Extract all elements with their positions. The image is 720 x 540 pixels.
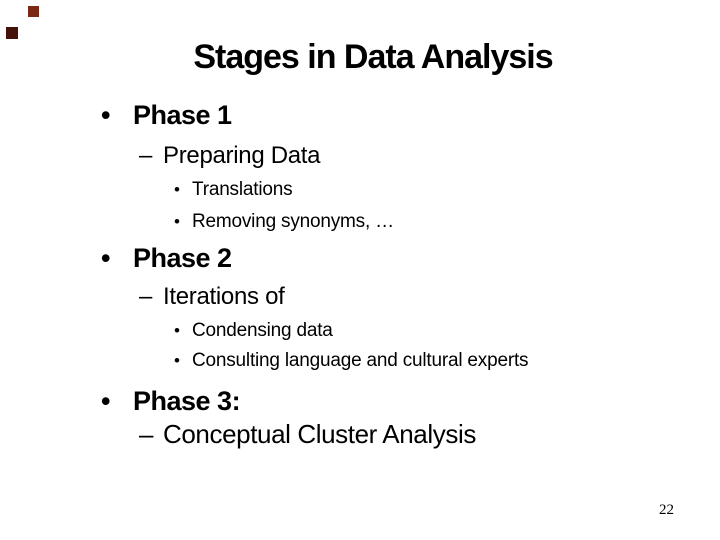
outline-item-phase-1: • Phase 1	[101, 100, 232, 131]
outline-item-conceptual-cluster-analysis: – Conceptual Cluster Analysis	[139, 419, 476, 450]
bullet-icon: •	[101, 243, 110, 273]
outline-item-label: Iterations of	[163, 283, 285, 310]
dash-icon: –	[139, 283, 153, 310]
outline-item-label: Preparing Data	[163, 142, 321, 169]
page-number: 22	[659, 502, 674, 518]
dash-icon: –	[139, 142, 153, 169]
slide-title: Stages in Data Analysis	[193, 38, 553, 76]
outline-item-removing-synonyms: • Removing synonyms, …	[174, 211, 394, 233]
outline-item-label: Translations	[192, 179, 293, 200]
outline-item-consulting-experts: • Consulting language and cultural exper…	[174, 350, 529, 372]
decor-square-left-icon	[6, 27, 18, 39]
bullet-icon: •	[174, 321, 180, 340]
bullet-icon: •	[101, 100, 110, 130]
bullet-icon: •	[101, 386, 110, 416]
outline-item-label: Phase 3:	[133, 386, 241, 416]
outline-item-label: Phase 2	[133, 243, 232, 273]
outline-item-label: Consulting language and cultural experts	[192, 350, 529, 371]
outline-item-label: Condensing data	[192, 320, 333, 341]
outline-item-label: Removing synonyms, …	[192, 211, 394, 232]
outline-item-preparing-data: – Preparing Data	[139, 142, 321, 170]
bullet-icon: •	[174, 212, 180, 231]
outline-item-condensing-data: • Condensing data	[174, 320, 333, 342]
decor-square-top-icon	[28, 6, 39, 17]
outline-item-iterations-of: – Iterations of	[139, 283, 285, 311]
outline-item-phase-2: • Phase 2	[101, 243, 232, 274]
dash-icon: –	[139, 419, 154, 449]
outline-item-translations: • Translations	[174, 179, 293, 201]
outline-item-label: Conceptual Cluster Analysis	[163, 419, 476, 449]
bullet-icon: •	[174, 180, 180, 199]
outline-item-phase-3: • Phase 3:	[101, 386, 241, 417]
bullet-icon: •	[174, 351, 180, 370]
outline-item-label: Phase 1	[133, 100, 232, 130]
